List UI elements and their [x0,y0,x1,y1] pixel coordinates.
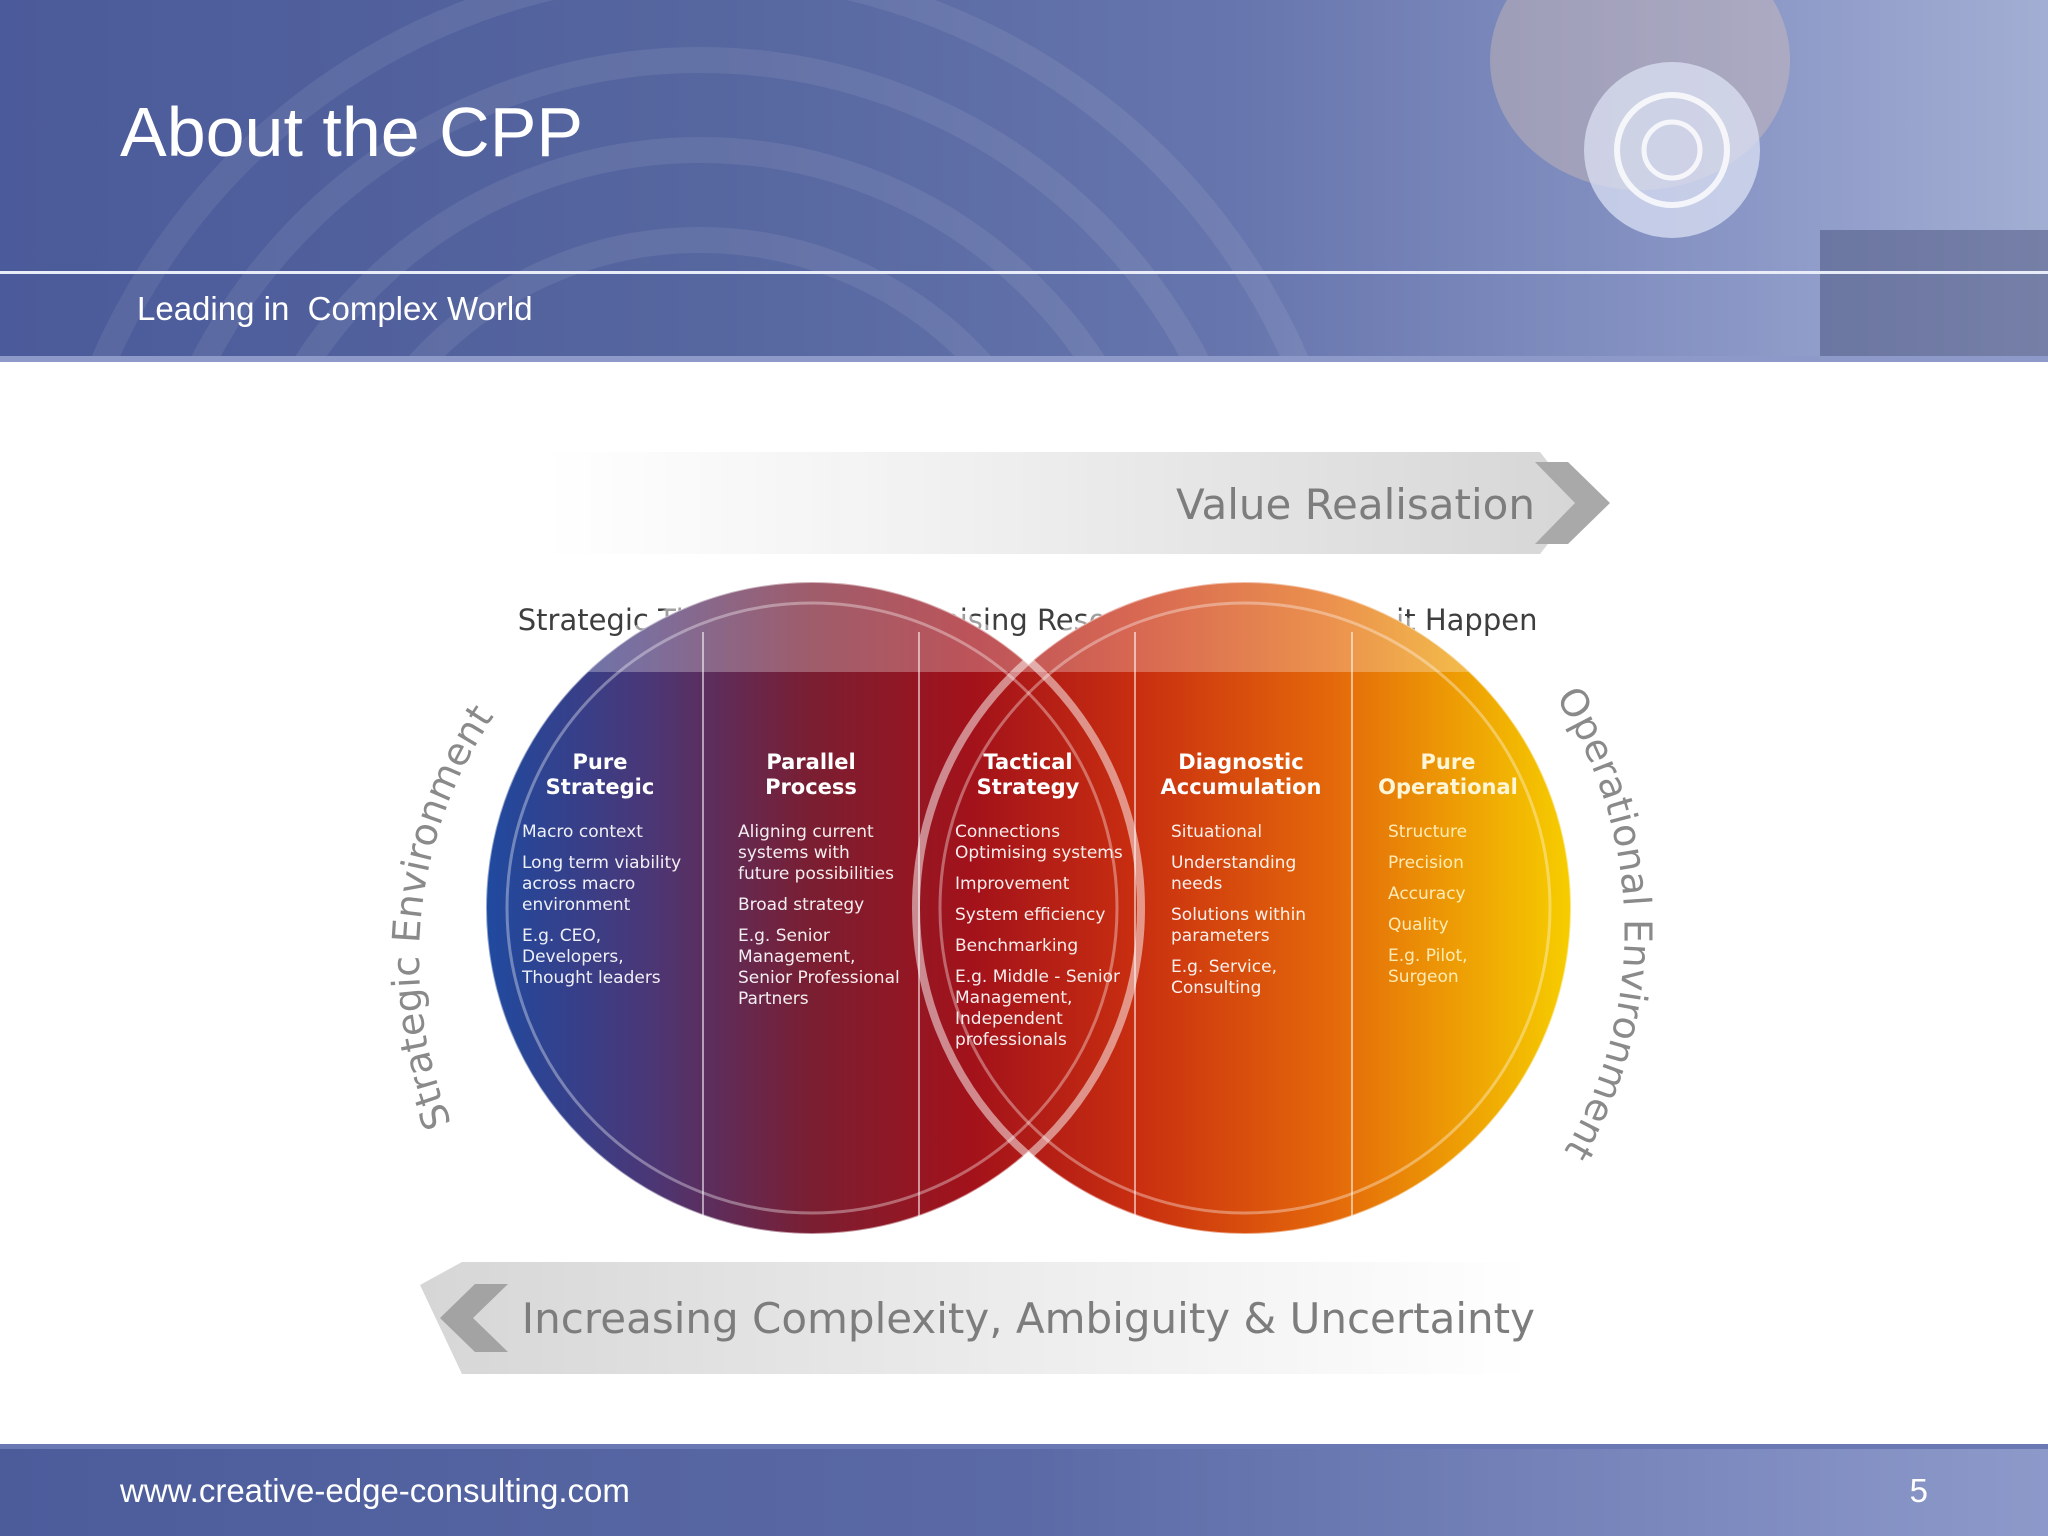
complexity-label: Increasing Complexity, Ambiguity & Uncer… [522,1294,1535,1343]
column-3-item-text: Optimising systems [955,843,1123,863]
column-1-item-text: E.g. CEO, [522,926,601,946]
header-bottom-line [0,356,2048,362]
column-4-item-text: Consulting [1171,978,1261,998]
column-1-item-text: Thought leaders [521,968,661,988]
column-5-item-text: Precision [1388,853,1464,873]
column-2-item-text: future possibilities [738,864,894,884]
page-number: 5 [1909,1472,1928,1509]
column-2-item-text: Broad strategy [738,895,864,915]
complexity-arrow: Increasing Complexity, Ambiguity & Uncer… [420,1262,1535,1374]
column-2-item-text: E.g. Senior [738,926,830,946]
cpp-venn-diagram: Value Realisation Strategic Thinking Org… [384,452,1660,1374]
column-3-item-text: E.g. Middle - Senior [955,967,1120,987]
column-4-item-text: needs [1171,874,1222,894]
header-swirl-art [89,0,2048,362]
column-1-item-text: environment [522,895,631,915]
column-5-item-text: Surgeon [1388,967,1459,987]
column-1-item-text: across macro [522,874,635,894]
column-1-title-line: Pure [573,750,628,774]
column-4-item-text: Understanding [1171,853,1296,873]
column-3-item-text: Independent [955,1009,1063,1029]
slide-title: About the CPP [120,93,584,171]
header-divider [0,271,2048,274]
column-2-item-text: Partners [738,989,809,1009]
column-5-title-line: Operational [1378,775,1518,799]
value-realisation-label: Value Realisation [1176,480,1535,529]
column-1-item-text: Macro context [522,822,643,842]
column-4: DiagnosticAccumulationSituationalUnderst… [1161,750,1322,998]
column-1-item-text: Long term viability [522,853,681,873]
column-4-item-text: E.g. Service, [1171,957,1277,977]
column-2-item-text: Management, [738,947,855,967]
footer-website-link[interactable]: www.creative-edge-consulting.com [120,1472,630,1509]
slide-header: About the CPP Leading in Complex World [0,0,2048,362]
column-2-item-text: Aligning current [738,822,874,842]
column-3-item-text: Benchmarking [955,936,1078,956]
column-5-item-text: E.g. Pilot, [1388,946,1468,966]
column-4-item-text: Situational [1171,822,1262,842]
column-1-item-text: Developers, [522,947,624,967]
column-2-title-line: Parallel [766,750,855,774]
footer-divider [0,1444,2048,1449]
column-3-item-text: Improvement [955,874,1070,894]
column-2-title-line: Process [765,775,857,799]
column-3-item-text: professionals [955,1030,1067,1050]
column-5-title-line: Pure [1421,750,1476,774]
column-3-title-line: Tactical [983,750,1072,774]
column-2-item-text: Senior Professional [738,968,900,988]
column-4-title-line: Accumulation [1161,775,1322,799]
column-1-title-line: Strategic [546,775,655,799]
column-5-item-text: Structure [1388,822,1467,842]
column-3-item-text: Connections [955,822,1060,842]
column-3-item-text: System efficiency [955,905,1105,925]
column-5-item-text: Quality [1388,915,1449,935]
glass-globe-icon [1584,62,1760,238]
column-4-title-line: Diagnostic [1178,750,1303,774]
column-2-item-text: systems with [738,843,850,863]
value-realisation-arrow: Value Realisation [545,452,1610,554]
column-3-title-line: Strategy [977,775,1080,799]
column-5-item-text: Accuracy [1388,884,1466,904]
column-4-item-text: Solutions within [1171,905,1306,925]
slide-subtitle: Leading in Complex World [137,290,533,327]
column-5: PureOperationalStructurePrecisionAccurac… [1378,750,1518,987]
column-4-item-text: parameters [1171,926,1270,946]
slide-footer [0,1444,2048,1536]
column-3-item-text: Management, [955,988,1072,1008]
